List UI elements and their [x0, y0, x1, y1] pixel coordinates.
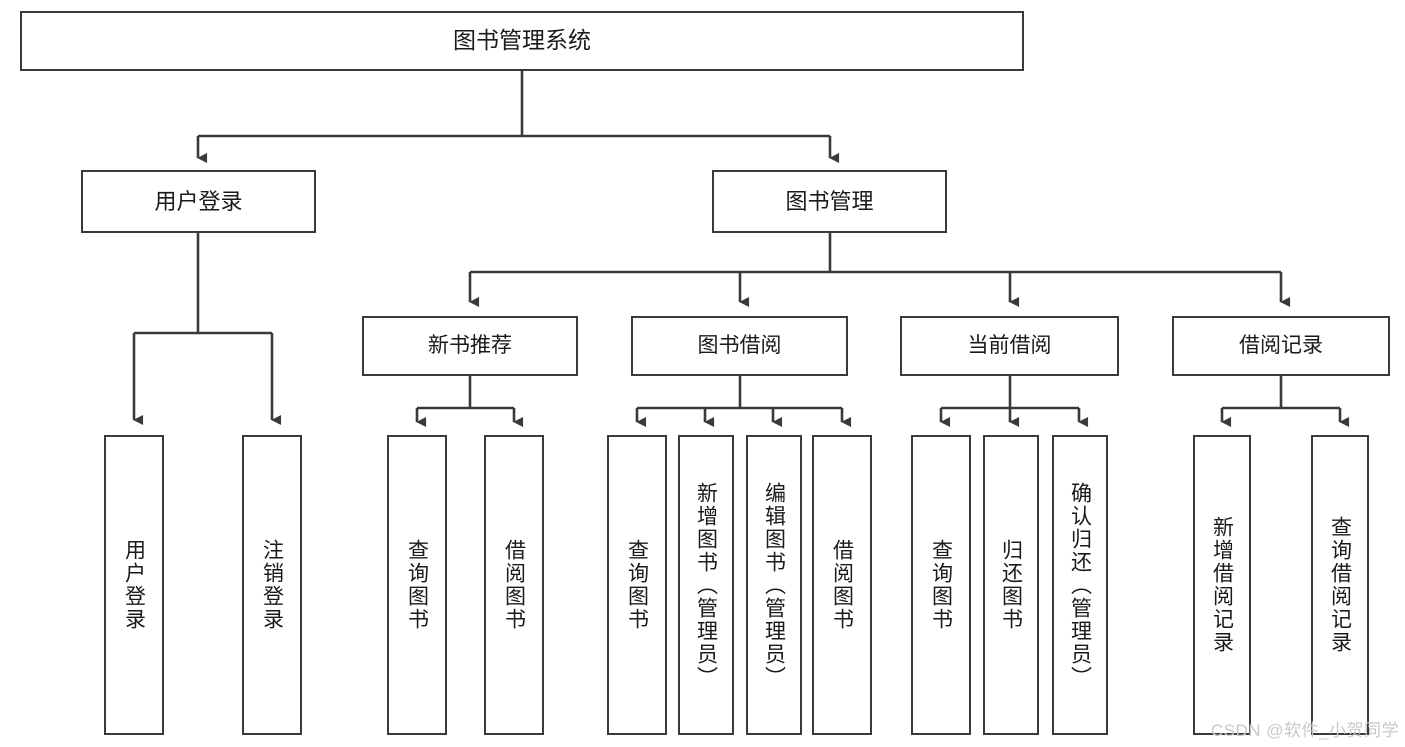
leaf-borrow-book-2-label: 借阅图书	[830, 539, 854, 631]
leaf-query-book-3[interactable]: 查询图书	[911, 435, 971, 735]
leaf-query-book-2[interactable]: 查询图书	[607, 435, 667, 735]
node-user-login-label: 用户登录	[154, 188, 243, 214]
leaf-return-book-label: 归还图书	[999, 539, 1023, 631]
csdn-watermark: CSDN @软件_小贺同学	[1210, 721, 1399, 740]
leaf-user-login[interactable]: 用户登录	[104, 435, 164, 735]
leaf-query-record-label: 查询借阅记录	[1328, 516, 1352, 654]
node-book-manage[interactable]: 图书管理	[712, 170, 947, 233]
leaf-logout-login[interactable]: 注销登录	[242, 435, 302, 735]
leaf-borrow-book-2[interactable]: 借阅图书	[812, 435, 872, 735]
node-book-borrow-label: 图书借阅	[697, 333, 782, 357]
leaf-user-login-label: 用户登录	[122, 539, 146, 631]
leaf-confirm-return-label: 确认归还（管理员）	[1068, 481, 1092, 689]
node-borrow-record[interactable]: 借阅记录	[1172, 316, 1390, 376]
leaf-query-book-1-label: 查询图书	[405, 539, 429, 631]
leaf-add-book-label: 新增图书（管理员）	[694, 481, 718, 689]
leaf-query-book-2-label: 查询图书	[625, 539, 649, 631]
leaf-edit-book[interactable]: 编辑图书（管理员）	[746, 435, 802, 735]
leaf-query-book-1[interactable]: 查询图书	[387, 435, 447, 735]
leaf-query-book-3-label: 查询图书	[929, 539, 953, 631]
node-root[interactable]: 图书管理系统	[20, 11, 1024, 71]
leaf-edit-book-label: 编辑图书（管理员）	[762, 481, 786, 689]
node-new-book-recommend[interactable]: 新书推荐	[362, 316, 578, 376]
leaf-query-record[interactable]: 查询借阅记录	[1311, 435, 1369, 735]
node-user-login[interactable]: 用户登录	[81, 170, 316, 233]
leaf-add-record[interactable]: 新增借阅记录	[1193, 435, 1251, 735]
leaf-borrow-book-1[interactable]: 借阅图书	[484, 435, 544, 735]
leaf-confirm-return[interactable]: 确认归还（管理员）	[1052, 435, 1108, 735]
node-root-label: 图书管理系统	[453, 27, 591, 54]
node-borrow-record-label: 借阅记录	[1239, 333, 1323, 357]
leaf-add-book[interactable]: 新增图书（管理员）	[678, 435, 734, 735]
leaf-borrow-book-1-label: 借阅图书	[502, 539, 526, 631]
node-book-manage-label: 图书管理	[785, 188, 874, 214]
leaf-add-record-label: 新增借阅记录	[1210, 516, 1234, 654]
leaf-return-book[interactable]: 归还图书	[983, 435, 1039, 735]
node-current-borrow-label: 当前借阅	[967, 333, 1052, 357]
node-current-borrow[interactable]: 当前借阅	[900, 316, 1119, 376]
leaf-logout-login-label: 注销登录	[260, 539, 284, 631]
node-book-borrow[interactable]: 图书借阅	[631, 316, 848, 376]
node-new-book-recommend-label: 新书推荐	[428, 333, 512, 357]
